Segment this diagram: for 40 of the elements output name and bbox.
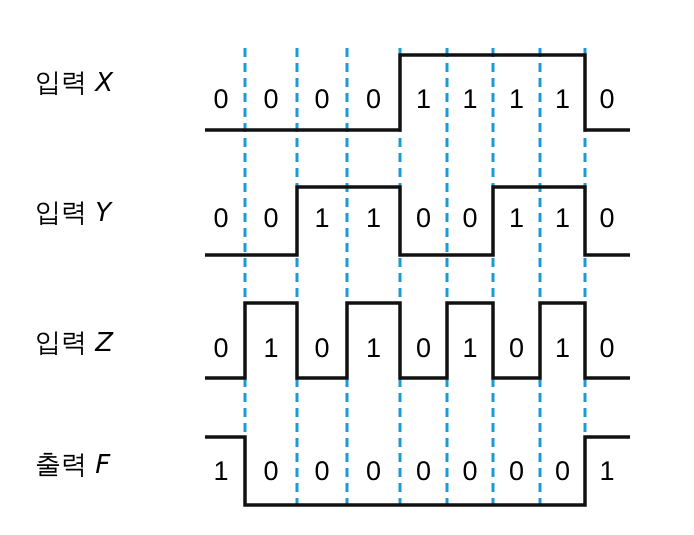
bit-value: 1 (461, 86, 479, 113)
bit-value: 0 (212, 205, 230, 232)
bit-value: 0 (461, 205, 479, 232)
bit-value: 0 (313, 335, 331, 362)
bit-value: 0 (598, 335, 616, 362)
bit-value: 0 (414, 205, 432, 232)
bit-value: 0 (598, 205, 616, 232)
bit-value: 1 (262, 335, 280, 362)
bit-value: 0 (313, 458, 331, 485)
bit-value: 1 (598, 458, 616, 485)
bit-value: 0 (508, 458, 526, 485)
bit-value: 0 (262, 86, 280, 113)
signal-label: 입력 X (35, 70, 114, 96)
bit-value: 0 (364, 458, 382, 485)
bit-value: 0 (414, 458, 432, 485)
signal-label: 출력 F (35, 452, 110, 478)
signal-label: 입력 Z (35, 330, 114, 356)
bit-value: 0 (554, 458, 572, 485)
bit-value: 1 (554, 205, 572, 232)
bit-value: 0 (262, 458, 280, 485)
signal-label: 입력 Y (35, 200, 112, 226)
bit-value: 0 (461, 458, 479, 485)
bit-value: 0 (414, 335, 432, 362)
bit-value: 1 (508, 86, 526, 113)
bit-value: 0 (212, 335, 230, 362)
bit-value: 1 (554, 335, 572, 362)
bit-value: 1 (508, 205, 526, 232)
bit-value: 0 (508, 335, 526, 362)
bit-value: 1 (364, 335, 382, 362)
bit-value: 0 (598, 86, 616, 113)
bit-value: 0 (313, 86, 331, 113)
bit-value: 0 (364, 86, 382, 113)
bit-value: 1 (212, 458, 230, 485)
bit-value: 1 (554, 86, 572, 113)
bit-value: 0 (212, 86, 230, 113)
bit-value: 1 (461, 335, 479, 362)
bit-value: 1 (414, 86, 432, 113)
bit-value: 1 (364, 205, 382, 232)
bit-value: 1 (313, 205, 331, 232)
bit-value: 0 (262, 205, 280, 232)
